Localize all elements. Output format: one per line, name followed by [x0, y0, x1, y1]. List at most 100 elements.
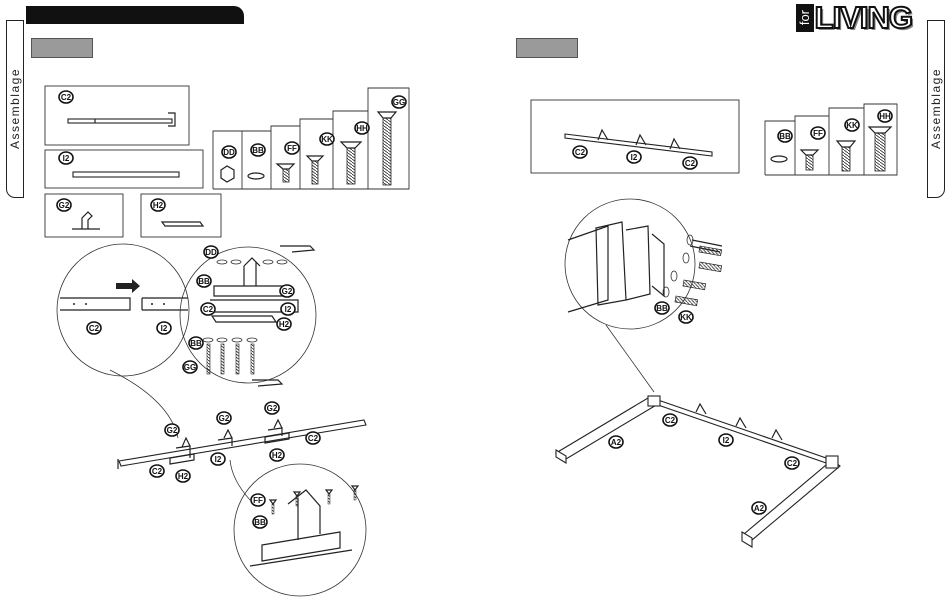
part-callout-dd: DD — [204, 246, 218, 258]
svg-text:H2: H2 — [272, 451, 283, 460]
svg-text:BB: BB — [198, 277, 210, 286]
part-callout-kk: KK — [320, 133, 334, 145]
part-callout-c2: C2 — [683, 157, 697, 169]
exploded-bolts — [203, 260, 287, 374]
svg-text:C2: C2 — [203, 305, 214, 314]
svg-text:I2: I2 — [631, 153, 638, 162]
svg-text:A2: A2 — [611, 438, 622, 447]
part-callout-hh: HH — [878, 110, 892, 122]
svg-text:C2: C2 — [89, 324, 100, 333]
part-callout-i2: I2 — [211, 453, 225, 465]
detail-circle-bracket — [234, 464, 366, 596]
svg-text:H2: H2 — [153, 201, 164, 210]
svg-text:KK: KK — [680, 313, 692, 322]
part-callout-i2: I2 — [719, 434, 733, 446]
detail-circle-exploded — [180, 247, 316, 383]
svg-text:HH: HH — [356, 124, 368, 133]
hardware-panel-left — [213, 88, 409, 189]
svg-text:I2: I2 — [285, 305, 292, 314]
svg-text:BB: BB — [779, 132, 791, 141]
detail-circle-end — [565, 199, 695, 329]
part-callout-i2: I2 — [281, 303, 295, 315]
hw-bolt-ff — [801, 150, 818, 155]
svg-text:GG: GG — [184, 363, 196, 372]
part-callout-g2: G2 — [165, 424, 179, 436]
svg-text:BB: BB — [254, 518, 266, 527]
svg-text:KK: KK — [846, 121, 858, 130]
part-callout-a2: A2 — [752, 502, 766, 514]
assembled-rail-left — [119, 420, 366, 466]
part-callout-kk: KK — [679, 311, 693, 323]
svg-text:C2: C2 — [152, 467, 163, 476]
part-callout-g2: G2 — [265, 402, 279, 414]
svg-text:I2: I2 — [63, 154, 70, 163]
svg-text:DD: DD — [205, 248, 217, 257]
part-callout-kk: KK — [845, 119, 859, 131]
svg-text:G2: G2 — [282, 287, 293, 296]
svg-text:I2: I2 — [723, 436, 730, 445]
hw-nut-dd — [221, 166, 234, 182]
side-rail-a2-bottom — [744, 460, 840, 540]
part-callout-ff: FF — [285, 142, 299, 154]
part-g2-bracket — [72, 212, 100, 229]
svg-text:H2: H2 — [279, 320, 290, 329]
part-callout-bb: BB — [778, 130, 792, 142]
svg-text:BB: BB — [252, 146, 264, 155]
hw-washer-bb — [771, 156, 787, 162]
part-callout-i2: I2 — [59, 152, 73, 164]
part-h2-plate — [162, 222, 203, 226]
svg-text:G2: G2 — [267, 404, 278, 413]
arrow-right-icon — [116, 279, 140, 293]
part-callout-bb: BB — [197, 275, 211, 287]
part-callout-c2: C2 — [201, 303, 215, 315]
part-callout-i2: I2 — [157, 322, 171, 334]
part-callout-bb: BB — [253, 516, 267, 528]
wrench-icon — [280, 246, 314, 252]
part-callout-c2: C2 — [87, 322, 101, 334]
svg-text:G2: G2 — [167, 426, 178, 435]
part-callout-g2: G2 — [280, 285, 294, 297]
part-callout-ff: FF — [251, 494, 265, 506]
part-callout-h2: H2 — [277, 318, 291, 330]
svg-text:DD: DD — [223, 148, 235, 157]
svg-text:BB: BB — [656, 304, 668, 313]
part-callout-h2: H2 — [176, 470, 190, 482]
part-callout-dd: DD — [222, 146, 236, 158]
svg-text:I2: I2 — [215, 455, 222, 464]
hw-bolt-kk — [837, 141, 855, 147]
svg-text:FF: FF — [287, 144, 297, 153]
part-callout-c2: C2 — [150, 465, 164, 477]
side-rail-a2-top — [556, 398, 658, 459]
hw-bolt-hh — [869, 127, 891, 133]
svg-text:GG: GG — [393, 98, 405, 107]
part-callout-c2: C2 — [663, 414, 677, 426]
part-callout-gg: GG — [183, 361, 197, 373]
part-callout-bb: BB — [655, 302, 669, 314]
wrench-icon — [252, 380, 282, 386]
svg-text:C2: C2 — [685, 159, 696, 168]
svg-text:BB: BB — [190, 339, 202, 348]
part-callout-bb: BB — [251, 144, 265, 156]
svg-text:FF: FF — [253, 496, 263, 505]
svg-text:C2: C2 — [787, 459, 798, 468]
hw-bolt-ff — [277, 164, 294, 169]
svg-text:A2: A2 — [754, 504, 765, 513]
part-callout-c2: C2 — [785, 457, 799, 469]
part-c2-rail — [68, 119, 172, 123]
svg-text:FF: FF — [813, 129, 823, 138]
hw-bolt-kk — [307, 156, 323, 161]
part-callout-g2: G2 — [217, 412, 231, 424]
part-callout-a2: A2 — [609, 436, 623, 448]
part-callout-c2: C2 — [59, 91, 73, 103]
part-callout-i2: I2 — [627, 151, 641, 163]
svg-text:C2: C2 — [308, 434, 319, 443]
svg-text:KK: KK — [321, 135, 333, 144]
svg-text:C2: C2 — [61, 93, 72, 102]
svg-text:HH: HH — [879, 112, 891, 121]
svg-text:C2: C2 — [665, 416, 676, 425]
part-callout-c2: C2 — [306, 432, 320, 444]
part-callout-hh: HH — [355, 122, 369, 134]
hw-washer-bb — [248, 173, 264, 179]
svg-text:G2: G2 — [59, 201, 70, 210]
